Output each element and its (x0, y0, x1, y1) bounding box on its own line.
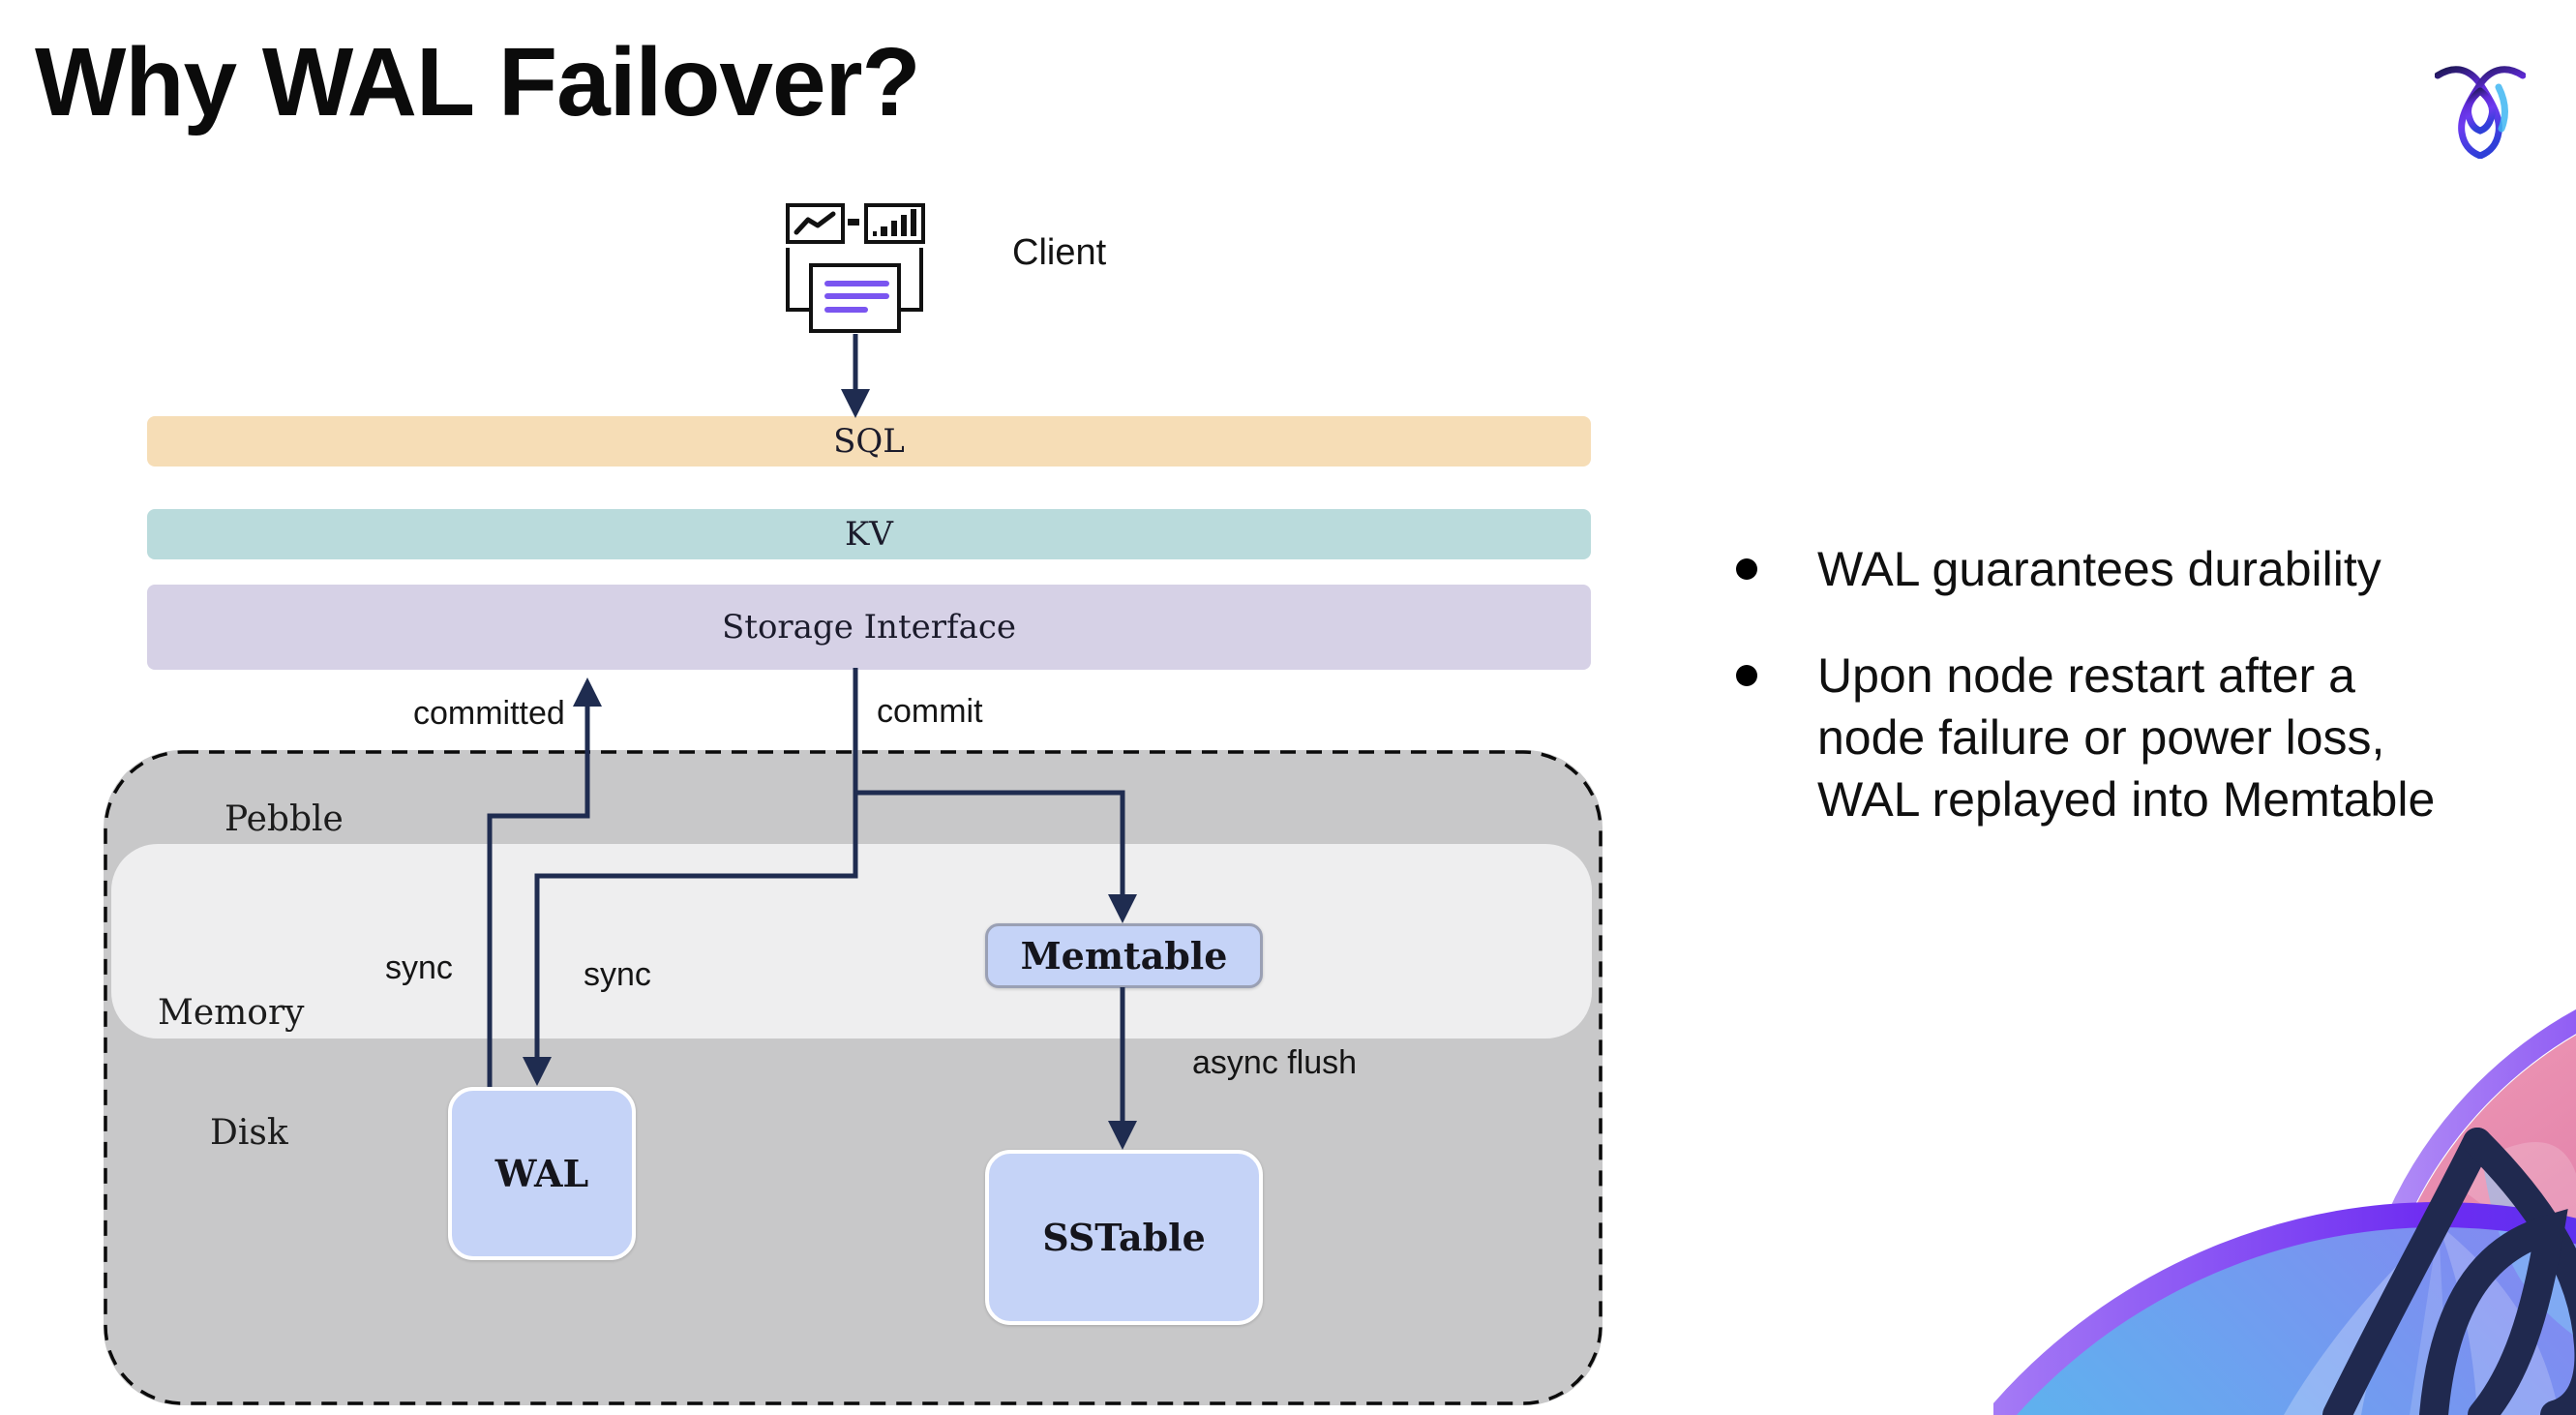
document-text-line (824, 281, 889, 286)
sync-wal-edge-label: sync (385, 949, 453, 986)
bullet-dot-icon (1736, 665, 1757, 686)
memory-band (111, 844, 1592, 1039)
document-text-line (824, 293, 889, 299)
page-title: Why WAL Failover? (35, 28, 921, 136)
document-text-line (824, 307, 868, 313)
committed-edge-label: committed (413, 695, 565, 732)
storage-interface-layer-bar: Storage Interface (147, 585, 1591, 670)
wal-box: WAL (448, 1087, 636, 1260)
cockroachdb-brand-art (1993, 1009, 2576, 1415)
bullet-list: WAL guarantees durability Upon node rest… (1728, 538, 2566, 830)
left-bracket-icon (786, 248, 809, 312)
bar-chart-bar (881, 226, 887, 236)
bullet-dot-icon (1736, 558, 1757, 580)
bar-chart-bar (890, 221, 897, 236)
bar-chart-icon (864, 203, 925, 244)
connector-dash (848, 219, 859, 226)
kv-layer-bar: KV (147, 509, 1591, 559)
memory-label: Memory (158, 993, 305, 1033)
bar-chart-bar (900, 215, 907, 236)
bar-chart-bar (910, 209, 917, 236)
roach-glyph-strokes (2322, 1128, 2576, 1415)
async-flush-edge-label: async flush (1192, 1044, 1358, 1081)
line-chart-icon (786, 203, 845, 244)
bullet-text: WAL guarantees durability (1817, 542, 2381, 596)
sstable-box: SSTable (985, 1150, 1263, 1325)
document-icon (809, 263, 901, 333)
arrowhead-down-icon (841, 389, 870, 418)
sync-commit-edge-label: sync (584, 956, 651, 993)
commit-edge-label: commit (877, 693, 983, 730)
list-item: WAL guarantees durability (1728, 538, 2566, 600)
disk-label: Disk (210, 1113, 288, 1153)
arrowhead-up-icon (573, 677, 602, 707)
client-label: Client (1012, 232, 1107, 273)
cockroachdb-logo-icon (2435, 66, 2526, 159)
bar-chart-bar (873, 231, 878, 236)
memtable-box: Memtable (985, 923, 1263, 988)
pebble-label: Pebble (225, 799, 344, 839)
sql-layer-bar: SQL (147, 416, 1591, 467)
right-bracket-icon (900, 248, 923, 312)
